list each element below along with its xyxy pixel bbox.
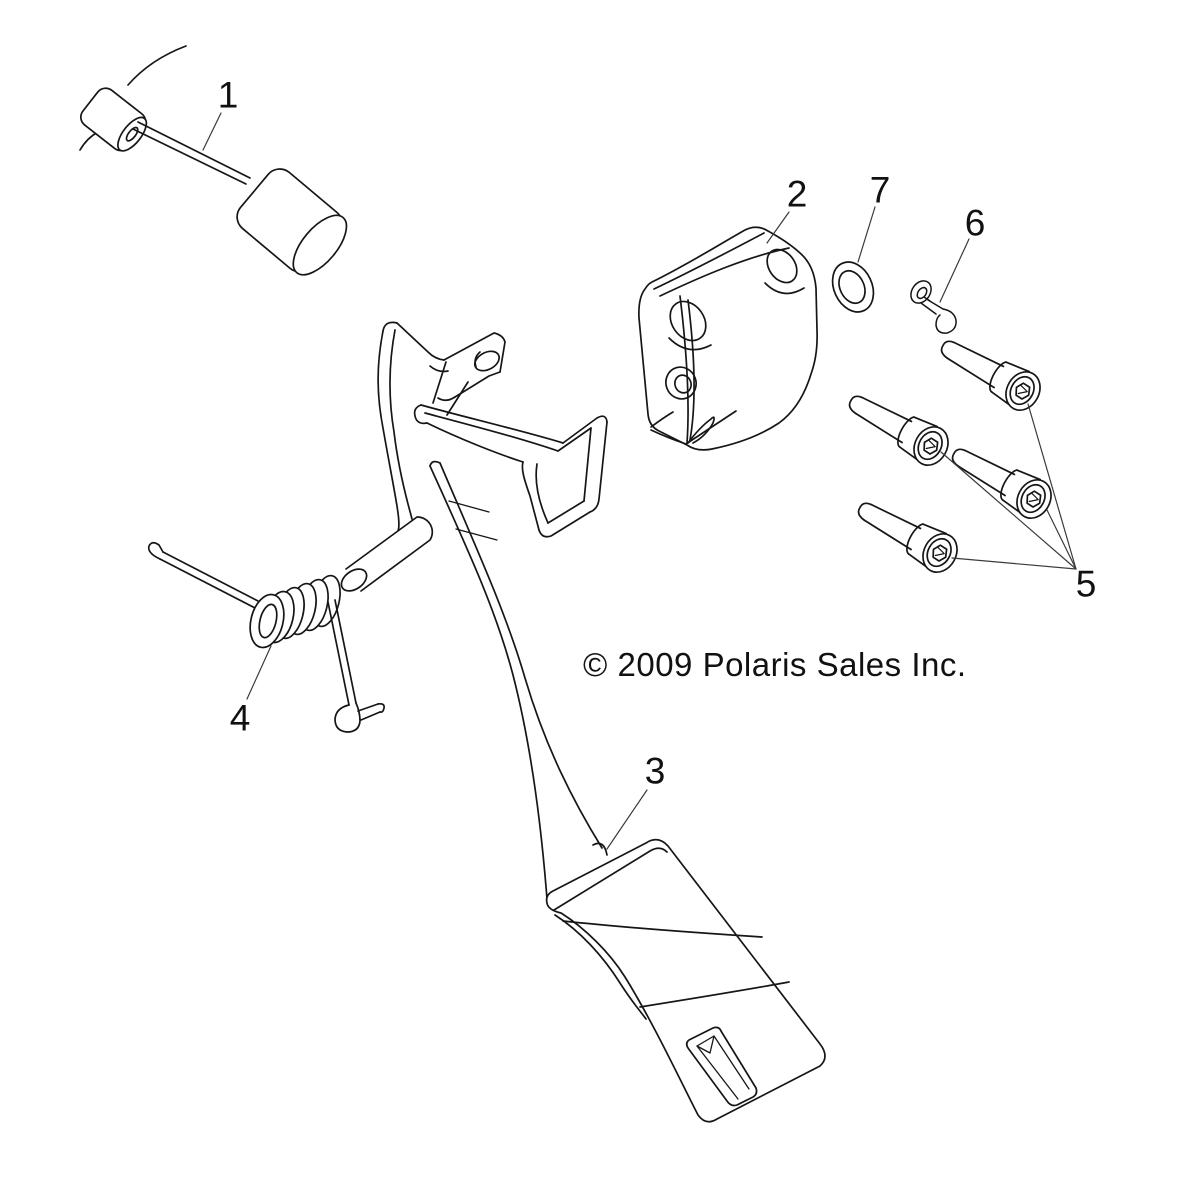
- bolt-4: [848, 490, 965, 580]
- callout-leader-5: [1027, 403, 1077, 570]
- washer-part: [831, 261, 875, 313]
- callout-leader-5: [951, 557, 1077, 570]
- callout-leader-4: [246, 645, 272, 700]
- pivot-pin: [340, 516, 434, 592]
- callout-number-6: 6: [965, 203, 986, 244]
- bolt-2: [839, 383, 956, 473]
- callout-leader-7: [857, 206, 876, 263]
- callout-leader-6: [939, 238, 970, 303]
- callout-leader-1: [202, 112, 222, 151]
- return-spring-part: [147, 541, 385, 733]
- callout-leader-3: [606, 789, 648, 850]
- callout-number-7: 7: [870, 170, 891, 211]
- callout-leader-2: [766, 211, 790, 244]
- callout-number-5: 5: [1076, 564, 1097, 605]
- bolt-1: [931, 328, 1048, 418]
- retaining-clip-part: [910, 280, 957, 334]
- mount-block-part: [638, 226, 818, 451]
- callout-leader-5: [1046, 509, 1077, 570]
- callout-leader-5: [940, 451, 1077, 570]
- pedal-weldment-part: [377, 321, 826, 1123]
- callout-number-1: 1: [218, 75, 239, 116]
- cable-rod-part: [79, 45, 348, 276]
- bolts-part: [839, 328, 1059, 580]
- callout-number-4: 4: [230, 698, 251, 739]
- copyright-text: © 2009 Polaris Sales Inc.: [583, 646, 967, 683]
- bolt-3: [942, 436, 1059, 526]
- callouts-layer: 1 2 3 4 5 6 7: [202, 75, 1097, 850]
- callout-number-3: 3: [645, 751, 666, 792]
- callout-number-2: 2: [787, 174, 808, 215]
